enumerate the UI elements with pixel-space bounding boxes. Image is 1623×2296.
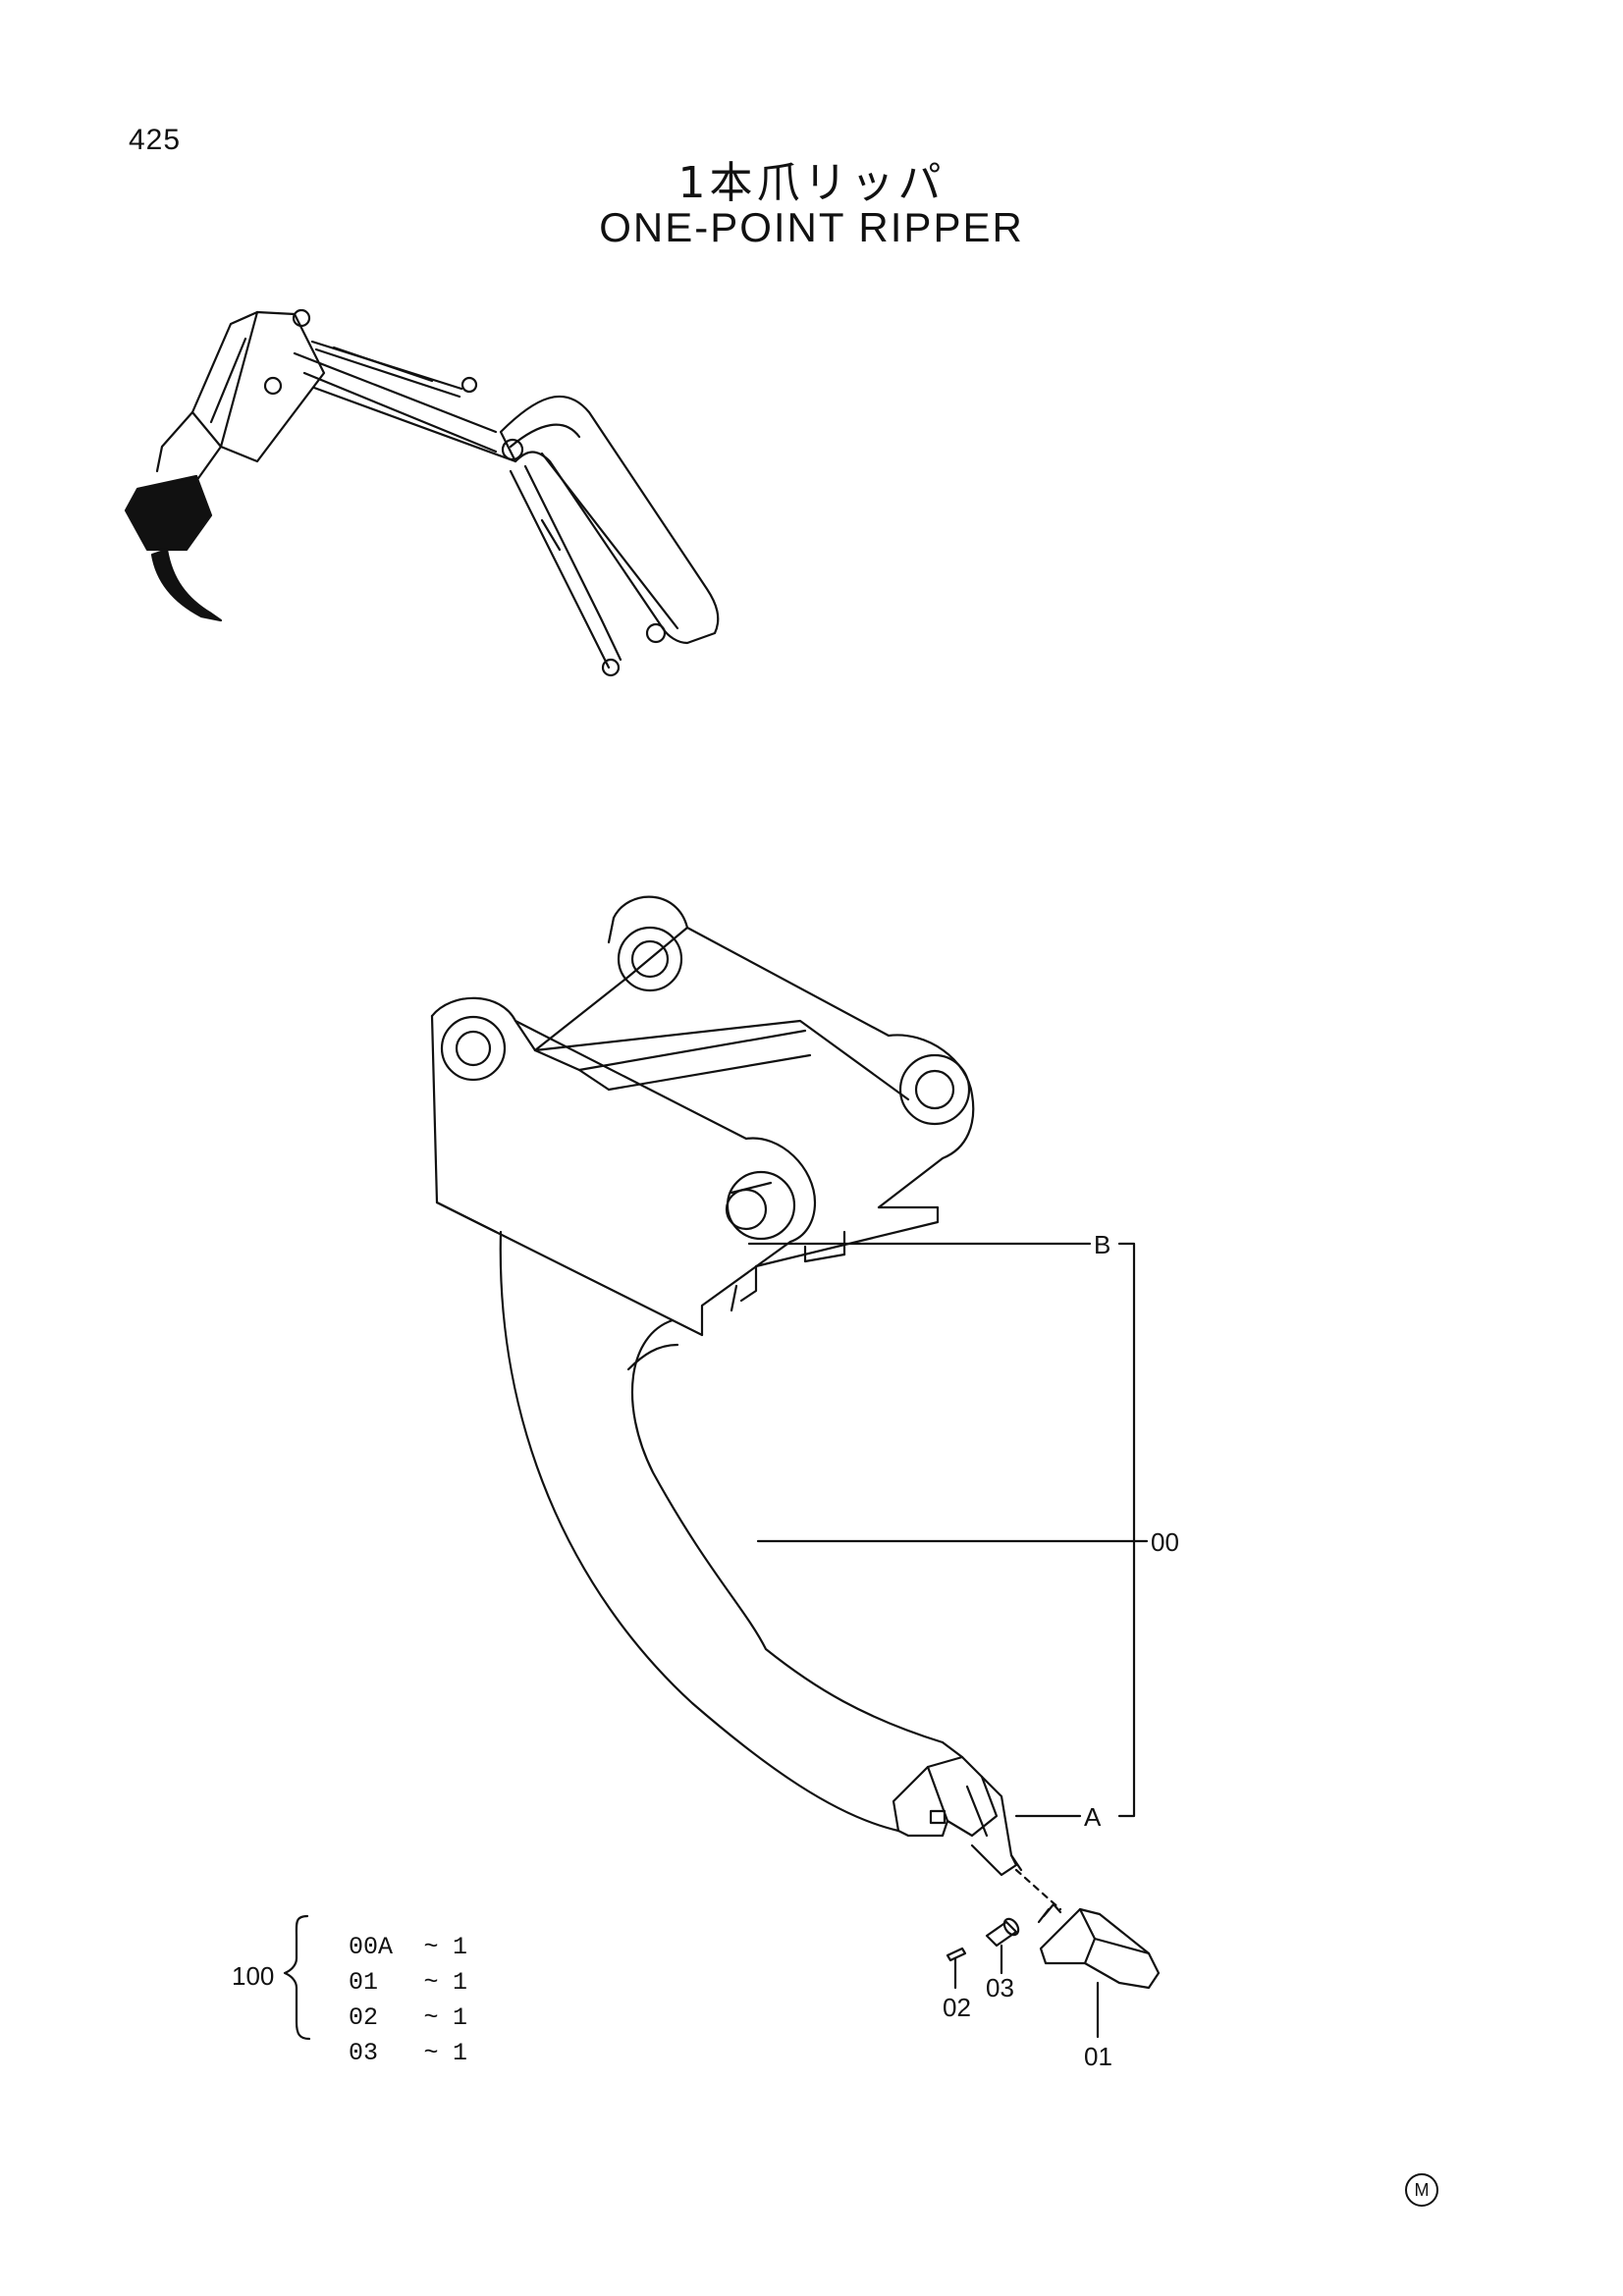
kit-brace <box>283 1914 311 2041</box>
kit-row: 03 ~1 <box>319 2010 467 2067</box>
kit-row: 01 ~1 <box>319 1940 467 1997</box>
kit-row-code: 02 <box>349 2003 379 2032</box>
kit-row-qty: 1 <box>453 2003 468 2032</box>
lock-exploded <box>985 1917 1020 1948</box>
kit-row-sep: ~ <box>423 1933 439 1961</box>
kit-row-sep: ~ <box>423 1968 439 1997</box>
callout-b: B <box>1094 1230 1111 1259</box>
callout-02: 02 <box>943 1993 971 2022</box>
kit-row-code: 00A <box>349 1933 394 1961</box>
kit-row: 00A ~1 <box>319 1904 467 1961</box>
tooth-exploded <box>1037 1902 1161 1990</box>
callout-01: 01 <box>1084 2042 1112 2071</box>
page-number: 425 <box>129 124 182 156</box>
bracket-ab <box>1117 1242 1136 1818</box>
ripper-shank <box>499 1230 1023 1877</box>
kit-row-sep: ~ <box>423 2039 439 2067</box>
callout-00: 00 <box>1151 1527 1179 1557</box>
title-japanese: 1本爪リッパ <box>677 158 946 208</box>
ripper-bracket <box>430 895 975 1337</box>
callout-a: A <box>1084 1802 1102 1832</box>
kit-row-qty: 1 <box>453 2039 468 2067</box>
pin-exploded <box>946 1947 967 1962</box>
kit-row-code: 03 <box>349 2039 379 2067</box>
maker-mark: M <box>1405 2173 1438 2207</box>
overview-machine-illustration <box>124 308 720 677</box>
kit-row-qty: 1 <box>453 1968 468 1997</box>
kit-row-code: 01 <box>349 1968 379 1997</box>
kit-row-qty: 1 <box>453 1933 468 1961</box>
kit-number: 100 <box>232 1961 275 1991</box>
title-english: ONE-POINT RIPPER <box>599 204 1024 250</box>
callout-03: 03 <box>986 1973 1014 2002</box>
kit-row-sep: ~ <box>423 2003 439 2032</box>
kit-row: 02 ~1 <box>319 1975 467 2032</box>
